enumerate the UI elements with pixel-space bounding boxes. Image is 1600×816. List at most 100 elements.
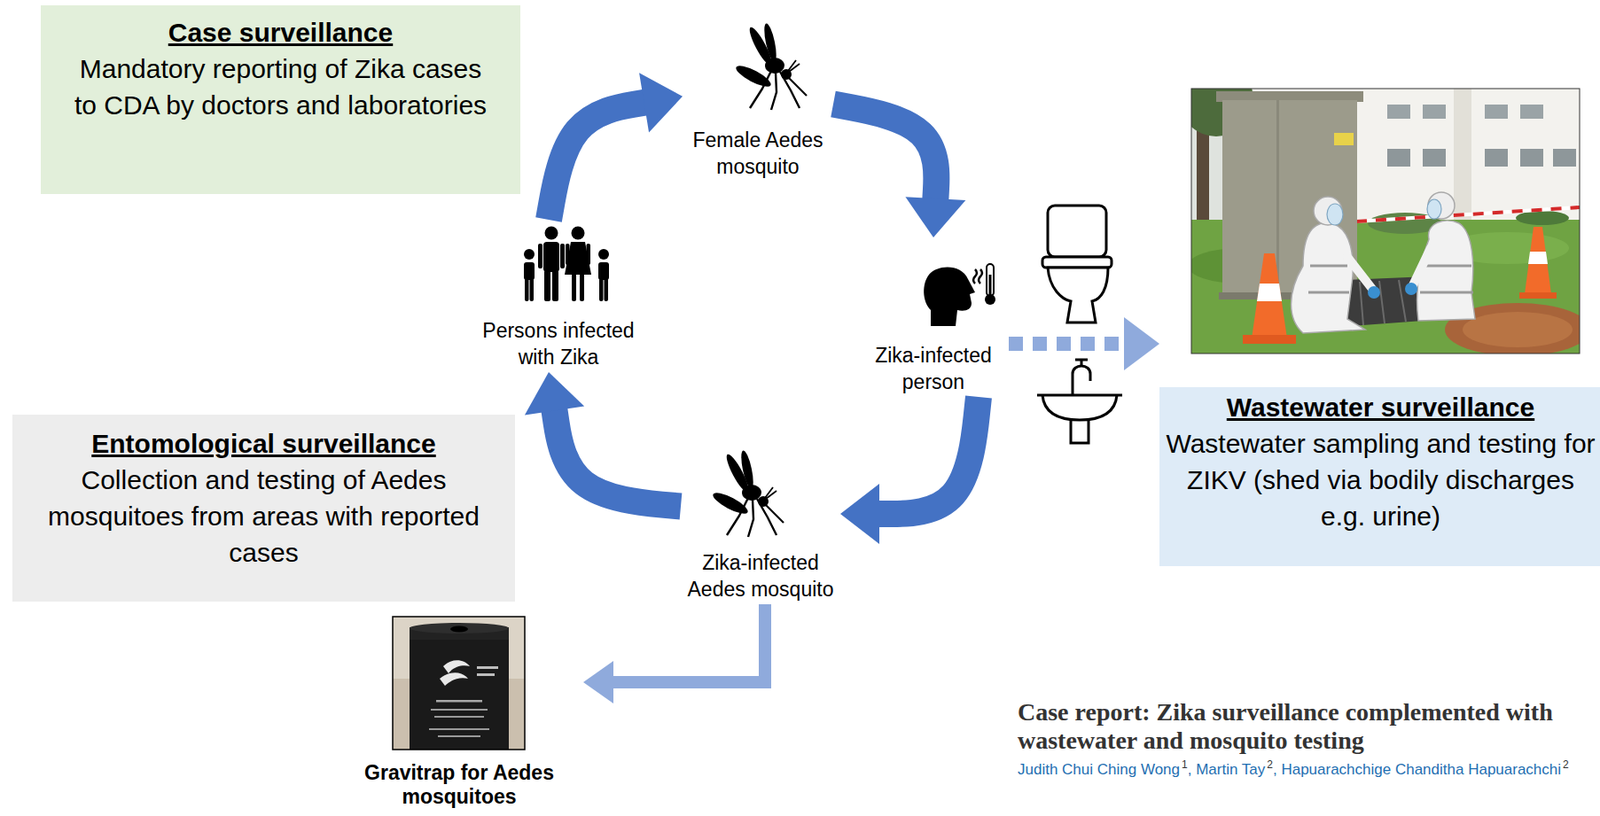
family-icon-part [538, 243, 543, 269]
wastewater-photo-part [1367, 286, 1381, 299]
box-body: Mandatory reporting of Zika cases to CDA… [72, 50, 490, 124]
toilet-icon-part [1047, 205, 1107, 258]
wastewater-photo-part [1313, 196, 1343, 226]
arrow-head [840, 483, 880, 545]
gravitrap-photo-part [430, 709, 488, 711]
gravitrap-photo-part [392, 616, 525, 750]
gravitrap-photo-part [439, 672, 469, 687]
family-icon-part [560, 243, 565, 269]
wastewater-photo-part [1519, 292, 1557, 299]
flow-arrow [840, 397, 979, 545]
wastewater-photo-part [1291, 223, 1366, 334]
wastewater-photo-part [1387, 148, 1411, 167]
sink-icon-part [1075, 359, 1088, 366]
wastewater-photo-part [1191, 88, 1580, 354]
icon-label: Zika-infected Aedes mosquito [683, 549, 839, 603]
family-icon-part [544, 270, 551, 302]
family-icon-part [524, 278, 530, 302]
fever-head-icon-part [978, 269, 983, 284]
gravitrap-photo-part [429, 728, 490, 731]
flow-arrow [548, 72, 683, 220]
paper-caption: Case report: Zika surveillance complemen… [1017, 698, 1594, 781]
gravitrap-photo-part [443, 660, 470, 674]
toilet-icon-part [1047, 267, 1109, 323]
author-line: Judith Chui Ching Wong1, Martin Tay2, Ha… [1017, 760, 1594, 781]
box-heading: Case surveillance [168, 14, 394, 51]
wastewater-photo-part [1256, 283, 1282, 302]
gravitrap-photo-part [392, 616, 525, 750]
sink-icon-part [1042, 395, 1117, 421]
arrow-shaft [548, 101, 648, 220]
family-icon-part [530, 278, 535, 302]
box-body: Collection and testing of Aedes mosquito… [44, 461, 484, 571]
gravitrap-photo [392, 616, 525, 750]
wastewater-photo-part [1404, 282, 1418, 296]
arrow-head [583, 661, 614, 704]
wastewater-photo-part [1462, 312, 1573, 348]
family-icon-part [564, 241, 592, 275]
wastewater-photo-part [1347, 257, 1373, 289]
gravitrap-photo-part [437, 735, 481, 738]
wastewater-photo-part [1251, 253, 1288, 339]
mosquito-icon [733, 22, 807, 110]
affiliation-number: 2 [1264, 758, 1273, 772]
mosquito-icon-part [733, 22, 807, 110]
family-icon-part [579, 273, 585, 302]
wastewater-photo-part [1356, 207, 1580, 222]
wastewater-photo-part [1356, 207, 1580, 222]
fever-head-icon-part [973, 269, 977, 284]
box-heading: Wastewater surveillance [1226, 389, 1535, 426]
family-icon-part [523, 249, 535, 260]
panel-fill: Wastewater surveillanceWastewater sampli… [1159, 387, 1600, 567]
wastewater-photo-part [1528, 251, 1548, 265]
wastewater-photo-part [1420, 265, 1474, 293]
flow-arrow [1008, 317, 1160, 371]
icon-label: Gravitrap for Aedes mosquitoes [337, 761, 582, 810]
wastewater-photo-part [1242, 335, 1296, 344]
wastewater-photo-part [1191, 88, 1580, 354]
wastewater-photo-part [1427, 199, 1442, 219]
wastewater-photo-part [1387, 104, 1411, 119]
wastewater-photo-part [1553, 148, 1577, 167]
author-name: , Hapuarachchige Chanditha Hapuarachchi [1272, 761, 1561, 779]
arrow-shaft [554, 407, 681, 507]
wastewater-photo-part [1326, 203, 1343, 226]
wastewater-photo-part [1417, 220, 1476, 321]
family-icon-part [586, 243, 592, 266]
family-icon-part [545, 226, 559, 241]
family-icon [523, 226, 609, 303]
gravitrap-photo-part [434, 716, 484, 719]
wastewater-photo-part [1422, 148, 1446, 167]
persons-node: Persons infected with Zika [460, 219, 656, 373]
flow-arrow [833, 104, 966, 239]
wastewater-photo [1178, 62, 1591, 357]
family-icon-part [552, 270, 559, 302]
gravitrap-photo-part [476, 673, 495, 677]
flow-arrow [583, 604, 765, 704]
fever-head-icon [923, 264, 996, 327]
author-name: Judith Chui Ching Wong [1017, 761, 1180, 779]
arrow-head [639, 72, 683, 133]
wastewater-photo-part [1422, 104, 1446, 119]
family-icon-part [598, 262, 609, 281]
arrow-shaft [1008, 336, 1127, 352]
sink-icon-part [1070, 420, 1089, 444]
wastewater-photo-part [1334, 132, 1354, 146]
fever-head-icon-part [984, 294, 996, 305]
gravitrap-photo-part [409, 623, 509, 634]
wastewater-photo-part [1515, 210, 1569, 226]
family-icon-part [565, 243, 570, 266]
family-icon-part [571, 273, 577, 302]
toilet-icon [1042, 205, 1112, 323]
author-name: , Martin Tay [1187, 761, 1266, 779]
surveillance-box: Wastewater surveillanceWastewater sampli… [1159, 88, 1600, 567]
family-icon-part [599, 278, 604, 302]
gravitrap-photo-part [436, 700, 483, 703]
gravitrap-photo-part [476, 666, 499, 670]
wastewater-photo-part [1276, 100, 1280, 297]
flow-arrow [524, 372, 681, 508]
family-icon-part [523, 262, 535, 281]
gravitrap-photo-part [409, 640, 509, 750]
